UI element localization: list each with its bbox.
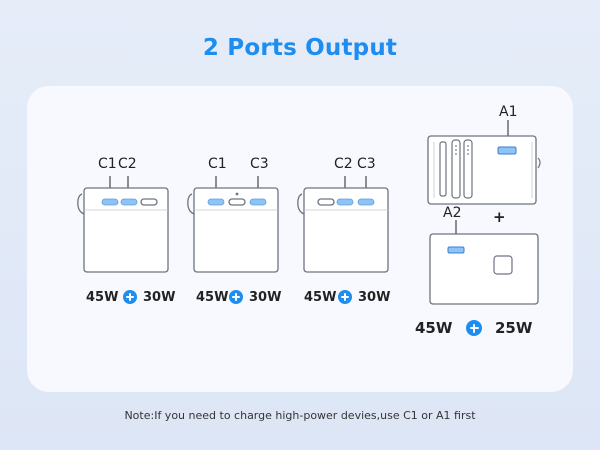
watt-left: 45W bbox=[415, 319, 453, 337]
usb-c-port-inactive bbox=[317, 198, 335, 206]
plus-circle-icon bbox=[229, 290, 243, 304]
plus-symbol: + bbox=[493, 208, 506, 226]
watt-right: 25W bbox=[495, 319, 533, 337]
watt-left: 45W bbox=[86, 290, 119, 305]
button-outline bbox=[493, 255, 513, 275]
watt-left: 45W bbox=[304, 290, 337, 305]
usb-c-port-active bbox=[207, 198, 225, 206]
watt-right: 30W bbox=[249, 290, 282, 305]
port-label-a2: A2 bbox=[443, 205, 462, 221]
plus-circle-icon bbox=[338, 290, 352, 304]
charger-illustration bbox=[187, 176, 279, 273]
charger-illustration bbox=[297, 176, 389, 273]
usb-a-port-active bbox=[447, 246, 465, 254]
plus-circle-icon bbox=[466, 320, 482, 336]
usb-c-port-active bbox=[336, 198, 354, 206]
usb-a-port-active bbox=[497, 146, 517, 155]
port-label-c2: C2 bbox=[118, 156, 137, 172]
charger-illustration bbox=[77, 176, 169, 273]
page-title: 2 Ports Output bbox=[202, 35, 398, 61]
usb-c-port-active bbox=[357, 198, 375, 206]
port-label-c3: C3 bbox=[357, 156, 376, 172]
charger-top-view-illustration bbox=[427, 120, 541, 205]
charger-side-view-illustration bbox=[429, 220, 539, 305]
usb-c-port-inactive bbox=[228, 198, 246, 206]
port-label-a1: A1 bbox=[499, 104, 518, 120]
footnote: Note:If you need to charge high-power de… bbox=[124, 409, 476, 422]
port-label-c3: C3 bbox=[250, 156, 269, 172]
usb-c-port-active bbox=[101, 198, 119, 206]
watt-right: 30W bbox=[358, 290, 391, 305]
watt-right: 30W bbox=[143, 290, 176, 305]
port-label-c1: C1 bbox=[208, 156, 227, 172]
usb-c-port-active bbox=[249, 198, 267, 206]
watt-left: 45W bbox=[196, 290, 229, 305]
port-label-c1: C1 bbox=[98, 156, 117, 172]
port-label-c2: C2 bbox=[334, 156, 353, 172]
plus-circle-icon bbox=[123, 290, 137, 304]
usb-c-port-inactive bbox=[140, 198, 158, 206]
usb-c-port-active bbox=[120, 198, 138, 206]
